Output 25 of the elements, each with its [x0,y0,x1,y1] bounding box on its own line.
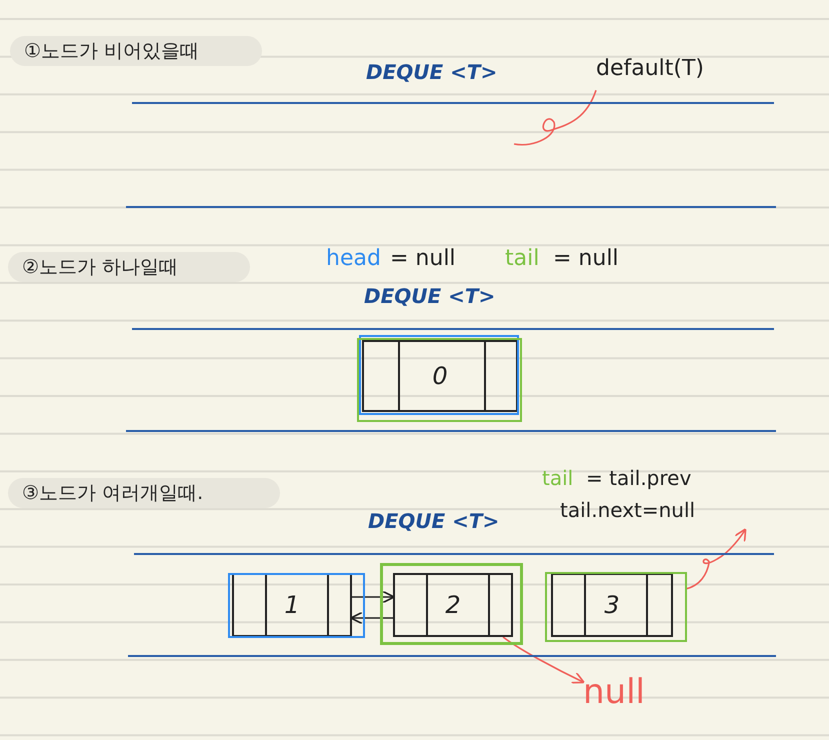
deque-title: DEQUE <T> [366,60,498,84]
node-box [393,573,513,637]
arrow [685,528,746,590]
code-text: = null [553,246,619,271]
section-heading: ③노드가 여러개일때. [8,478,280,508]
node-value: 2 [444,591,462,619]
annotation-text: default(T) [596,56,746,92]
code-text: tail.next=null [560,498,696,522]
code-text: = tail.prev [586,466,692,490]
node-value: 1 [283,591,301,619]
section-heading: ②노드가 하나일때 [8,252,250,282]
variable-name: tail [542,466,574,490]
arrow [350,612,393,624]
node-value: 0 [431,362,449,390]
node-value: 3 [603,591,621,619]
code-text: = null [390,246,456,271]
arrow [502,636,585,684]
section-heading: ①노드가 비어있을때 [10,36,262,66]
deque-title: DEQUE <T> [364,284,496,308]
variable-name: head [326,246,381,271]
arrow [352,590,395,604]
variable-name: tail [505,246,540,271]
deque-title: DEQUE <T> [368,509,500,533]
node-box [551,573,673,637]
null-text: null [583,672,653,722]
